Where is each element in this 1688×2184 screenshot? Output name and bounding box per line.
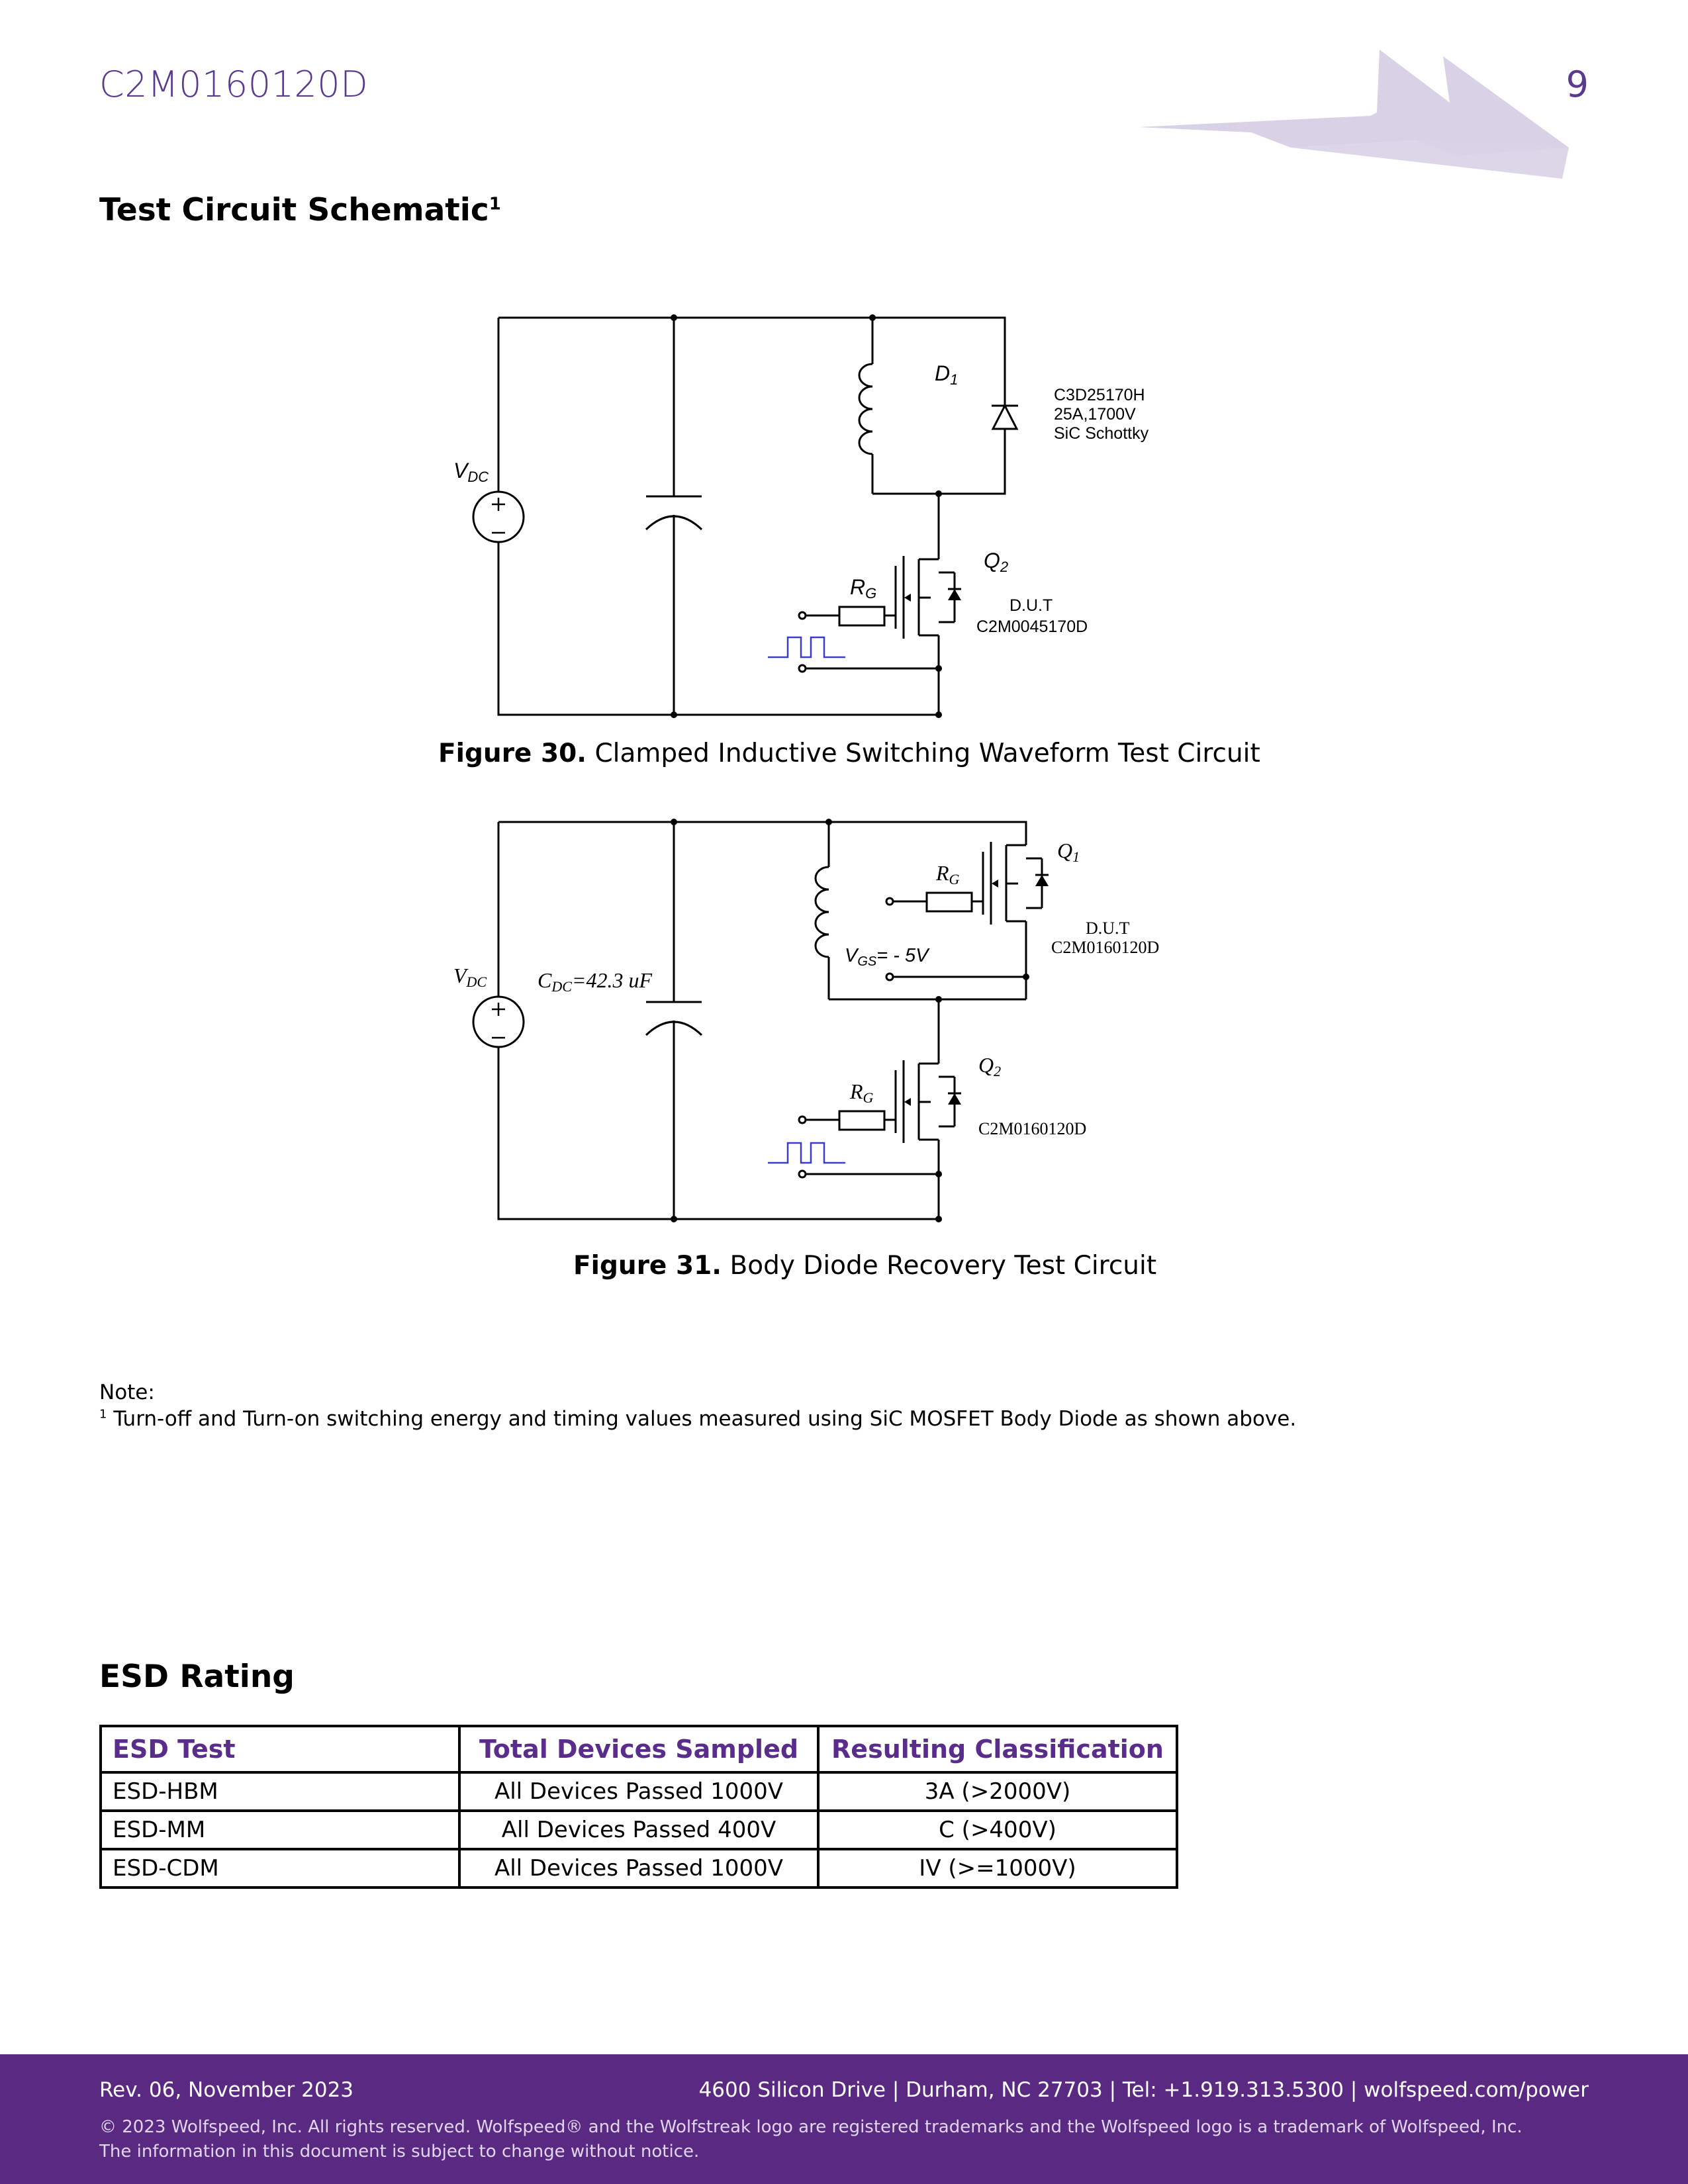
esd-table: ESD Test Total Devices Sampled Resulting…	[99, 1725, 1178, 1889]
cdc-label: CDC=42.3 uF	[538, 968, 653, 995]
column-header: ESD Test	[99, 1725, 461, 1774]
vdc-label: VDC	[453, 964, 487, 990]
page-number: 9	[1566, 64, 1589, 105]
table-cell: 3A (>2000V)	[817, 1771, 1178, 1812]
diode-part-line3: SiC Schottky	[1054, 424, 1149, 443]
figure-30-schematic: VDC D1 C3D25170H 25A,1700V SiC Schottky …	[453, 314, 1149, 718]
part-number: C2M0160120D	[99, 64, 369, 105]
column-header: Resulting Classification	[817, 1725, 1178, 1774]
figure-31-caption: Figure 31. Body Diode Recovery Test Circ…	[573, 1251, 1157, 1281]
table-cell: ESD-MM	[99, 1809, 461, 1850]
table-cell: All Devices Passed 400V	[458, 1809, 820, 1850]
copyright-line-2: The information in this document is subj…	[99, 2142, 700, 2161]
table-header-row: ESD Test Total Devices Sampled Resulting…	[99, 1725, 1178, 1774]
section-title-test-circuit: Test Circuit Schematic1	[99, 192, 501, 228]
table-row: ESD-CDM All Devices Passed 1000V IV (>=1…	[99, 1848, 1178, 1889]
table-cell: All Devices Passed 1000V	[458, 1848, 820, 1889]
dut-label: D.U.T	[1086, 919, 1130, 938]
q2-rg-label: RG	[849, 1079, 874, 1106]
figure-31-schematic: VDC CDC=42.3 uF VGS= - 5V Q1 RG D.U.T C2…	[453, 819, 1159, 1222]
q2-part: C2M0160120D	[978, 1119, 1086, 1138]
q2-label: Q2	[984, 549, 1008, 575]
revision-text: Rev. 06, November 2023	[99, 2078, 354, 2102]
note-text: 1 Turn-off and Turn-on switching energy …	[99, 1407, 1297, 1431]
vdc-label: VDC	[453, 459, 489, 485]
diode-part-line1: C3D25170H	[1054, 386, 1145, 404]
wolfstreak-logo	[1139, 50, 1569, 179]
column-header: Total Devices Sampled	[458, 1725, 820, 1774]
dut-label: D.U.T	[1009, 596, 1053, 615]
table-cell: IV (>=1000V)	[817, 1848, 1178, 1889]
page-footer: Rev. 06, November 2023 4600 Silicon Driv…	[0, 2054, 1688, 2184]
d1-label: D1	[935, 361, 958, 388]
diode-part-line2: 25A,1700V	[1054, 405, 1136, 424]
address-text: 4600 Silicon Drive | Durham, NC 27703 | …	[698, 2078, 1589, 2102]
q1-label: Q1	[1057, 839, 1080, 865]
figure-30-caption: Figure 30. Clamped Inductive Switching W…	[438, 739, 1260, 768]
copyright-line-1: © 2023 Wolfspeed, Inc. All rights reserv…	[99, 2117, 1523, 2137]
table-cell: ESD-CDM	[99, 1848, 461, 1889]
q2-label: Q2	[978, 1053, 1001, 1079]
table-row: ESD-MM All Devices Passed 400V C (>400V)	[99, 1809, 1178, 1850]
dut-part: C2M0160120D	[1051, 938, 1159, 957]
table-cell: C (>400V)	[817, 1809, 1178, 1850]
copyright-text: © 2023 Wolfspeed, Inc. All rights reserv…	[99, 2115, 1523, 2164]
rg-label: RG	[850, 575, 876, 602]
vgs-label: VGS= - 5V	[845, 945, 930, 969]
table-cell: ESD-HBM	[99, 1771, 461, 1812]
table-row: ESD-HBM All Devices Passed 1000V 3A (>20…	[99, 1771, 1178, 1812]
note-heading: Note:	[99, 1381, 155, 1404]
section-title-esd: ESD Rating	[99, 1659, 295, 1695]
q1-rg-label: RG	[935, 861, 960, 887]
dut-part: C2M0045170D	[976, 617, 1088, 636]
table-cell: All Devices Passed 1000V	[458, 1771, 820, 1812]
